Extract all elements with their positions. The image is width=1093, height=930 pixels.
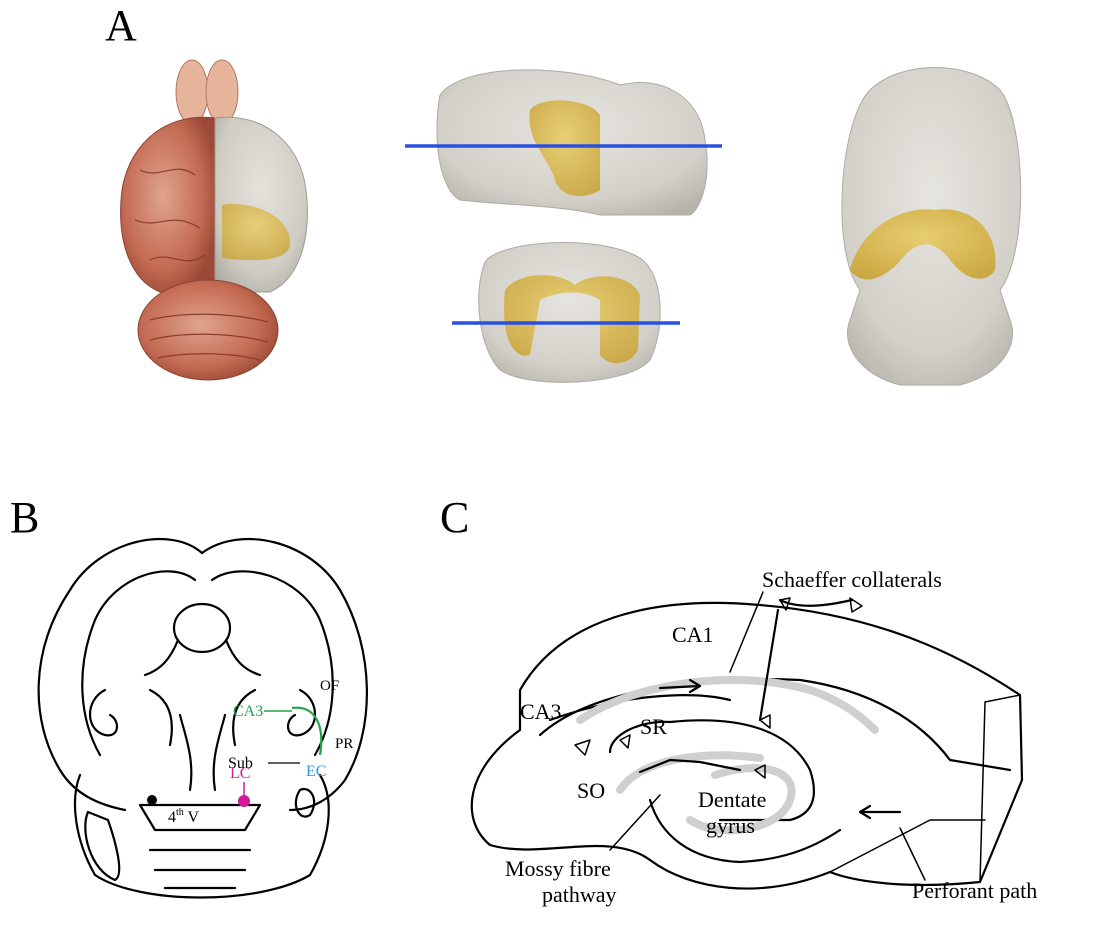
- lc-marker: [238, 795, 250, 807]
- panel-b-letter: B: [10, 493, 39, 542]
- panel-a-letter: A: [105, 1, 137, 50]
- panel-b: B: [10, 493, 367, 898]
- label-ca1: CA1: [672, 622, 714, 647]
- label-lc: LC: [230, 765, 250, 782]
- left-hemisphere-outline: [39, 539, 202, 810]
- label-mossy-fibre: Mossy fibre: [505, 856, 611, 881]
- panel-a: A: [105, 1, 1021, 385]
- hippocampus-schematic: [472, 592, 1022, 889]
- panel-c-letter: C: [440, 493, 469, 542]
- label-schaeffer-collaterals: Schaeffer collaterals: [762, 567, 942, 592]
- label-gyrus: gyrus: [706, 813, 755, 838]
- label-sr: SR: [640, 714, 667, 739]
- label-ca3-c: CA3: [520, 699, 562, 724]
- fourth-ventricle: [140, 805, 260, 830]
- coronal-section-drawing: [39, 539, 367, 897]
- brain-horizontal-view: [842, 68, 1021, 386]
- label-perforant-path: Perforant path: [912, 878, 1037, 903]
- left-hippocampus: [90, 690, 117, 735]
- label-so: SO: [577, 778, 605, 803]
- label-of: OF: [320, 678, 339, 694]
- label-pr: PR: [335, 736, 353, 752]
- arrow-perforant: [860, 806, 900, 818]
- label-dentate: Dentate: [698, 787, 766, 812]
- left-dot: [147, 795, 157, 805]
- panel-c: C Schaeffer collaterals: [440, 493, 1037, 907]
- brain-sagittal-view: [405, 70, 722, 215]
- right-hemisphere-outline: [202, 539, 367, 810]
- label-ec: EC: [306, 763, 326, 780]
- brain-dorsal-view: [121, 60, 308, 380]
- label-fourth-ventricle: 4th V: [168, 807, 199, 826]
- label-pathway: pathway: [542, 882, 617, 907]
- brain-coronal-view: [452, 243, 680, 383]
- label-ca3: CA3: [233, 703, 263, 720]
